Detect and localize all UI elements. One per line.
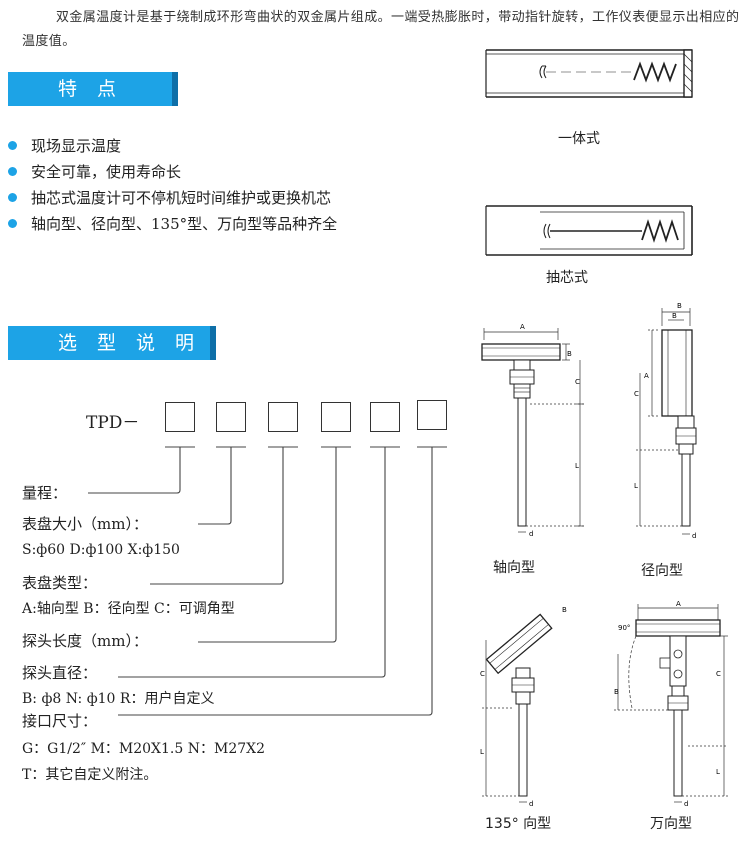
feature-item: 现场显示温度 bbox=[8, 133, 121, 159]
core-caption: 抽芯式 bbox=[546, 270, 588, 286]
field-dial-size-options: S:ф60 D:ф100 X:ф150 bbox=[22, 542, 180, 558]
universal-caption: 万向型 bbox=[650, 816, 692, 832]
axial-caption: 轴向型 bbox=[493, 560, 535, 576]
dim-label-a: A bbox=[676, 600, 681, 608]
code-box-probe-diameter bbox=[370, 402, 400, 432]
dim-label-c: C bbox=[634, 390, 639, 398]
field-range-label: 量程： bbox=[22, 484, 68, 502]
field-dial-type-options: A:轴向型 B：径向型 C：可调角型 bbox=[22, 601, 235, 617]
dim-label-b: B bbox=[677, 302, 682, 310]
features-banner: 特点 bbox=[8, 72, 178, 106]
dim-label-b: B bbox=[672, 312, 677, 320]
radial-type-diagram: B B A C L d bbox=[634, 302, 697, 540]
dim-label-l: L bbox=[575, 462, 579, 470]
dim-label-c: C bbox=[575, 378, 580, 386]
selection-title: 选型说明 bbox=[58, 332, 215, 354]
axial-type-diagram: A B C L d bbox=[481, 323, 584, 538]
deg135-caption: 135° 向型 bbox=[485, 816, 552, 832]
bullet-icon bbox=[8, 141, 17, 150]
dim-label-d: d bbox=[529, 800, 533, 808]
field-connection-label: 接口尺寸： bbox=[22, 712, 98, 730]
selection-note: T：其它自定义附注。 bbox=[22, 767, 158, 783]
dim-label-d: d bbox=[684, 800, 688, 808]
bullet-icon bbox=[8, 167, 17, 176]
dim-label-l: L bbox=[634, 482, 638, 490]
dim-label-d: d bbox=[529, 530, 533, 538]
universal-type-diagram: A 90° C B L d bbox=[614, 600, 728, 808]
field-dial-size-label: 表盘大小（mm）： bbox=[22, 515, 148, 533]
bullet-icon bbox=[8, 193, 17, 202]
field-dial-type-label: 表盘类型： bbox=[22, 574, 98, 592]
dim-label-c: C bbox=[480, 670, 485, 678]
field-connection-options: G：G1/2″ M：M20X1.5 N：M27X2 bbox=[22, 741, 266, 757]
features-title: 特点 bbox=[58, 78, 137, 100]
dim-label-a: A bbox=[520, 323, 525, 331]
dim-label-l: L bbox=[716, 768, 720, 776]
code-box-probe-length bbox=[321, 402, 351, 432]
code-box-range bbox=[165, 402, 195, 432]
deg135-type-diagram: B C L d bbox=[480, 606, 567, 808]
field-probe-diameter-options: B: ф8 N: ф10 R：用户自定义 bbox=[22, 691, 215, 707]
integral-caption: 一体式 bbox=[558, 131, 600, 147]
feature-item: 安全可靠，使用寿命长 bbox=[8, 159, 181, 185]
field-probe-diameter-label: 探头直径： bbox=[22, 664, 98, 682]
feature-item: 轴向型、径向型、135°型、万向型等品种齐全 bbox=[8, 211, 337, 237]
feature-item: 抽芯式温度计可不停机短时间维护或更换机芯 bbox=[8, 185, 331, 211]
intro-paragraph: 双金属温度计是基于绕制成环形弯曲状的双金属片组成。一端受热膨胀时，带动指针旋转，… bbox=[22, 10, 740, 49]
dim-label-b: B bbox=[562, 606, 567, 614]
code-box-connection bbox=[417, 400, 447, 430]
dim-label-l: L bbox=[480, 748, 484, 756]
radial-caption: 径向型 bbox=[641, 563, 683, 579]
model-prefix: TPD－ bbox=[86, 413, 140, 433]
angle-label: 90° bbox=[618, 624, 630, 632]
dim-label-d: d bbox=[692, 532, 696, 540]
code-box-dial-type bbox=[268, 402, 298, 432]
code-box-dial-size bbox=[216, 402, 246, 432]
dim-label-b: B bbox=[567, 350, 572, 358]
integral-structure-diagram bbox=[485, 49, 693, 98]
core-structure-diagram bbox=[485, 205, 693, 256]
bullet-icon bbox=[8, 219, 17, 228]
dim-label-a: A bbox=[644, 372, 649, 380]
dim-label-c: C bbox=[716, 670, 721, 678]
selection-banner: 选型说明 bbox=[8, 326, 216, 360]
field-probe-length-label: 探头长度（mm）： bbox=[22, 632, 148, 650]
dim-label-b: B bbox=[614, 688, 619, 696]
